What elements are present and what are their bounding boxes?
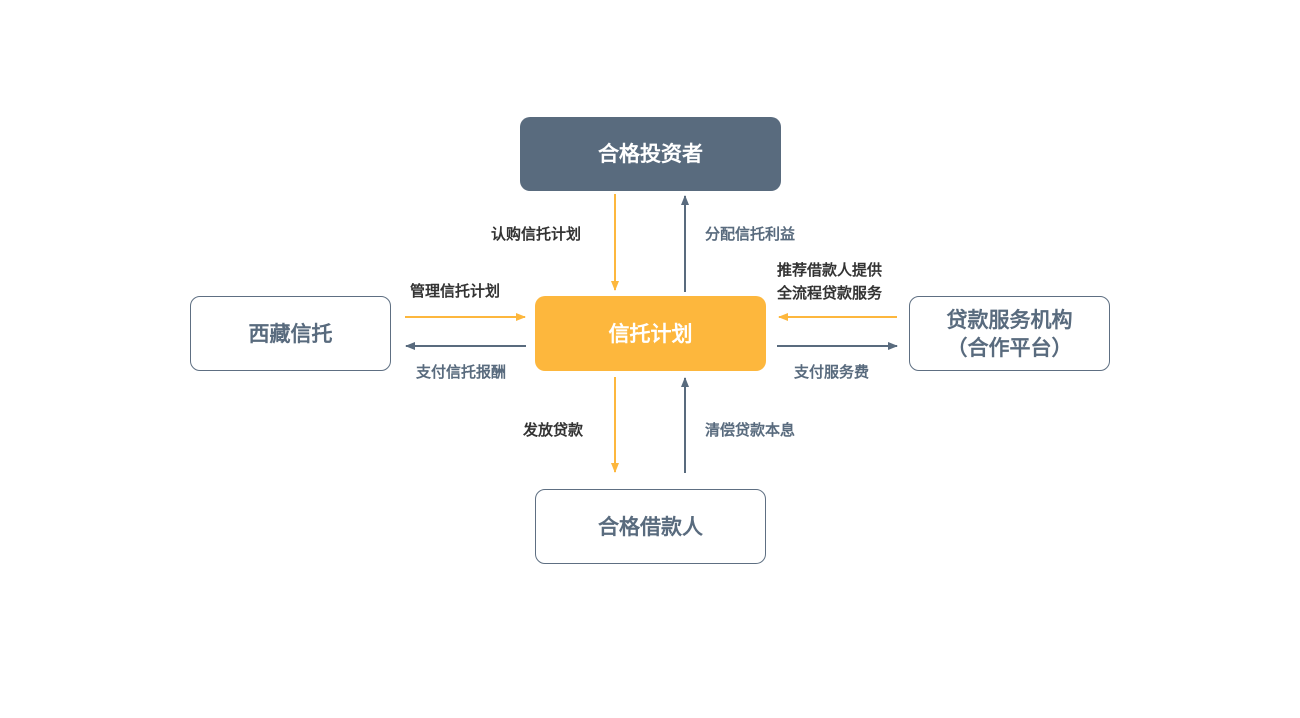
- node-trust-plan-label: 信托计划: [608, 321, 693, 346]
- label-pay-service-fee: 支付服务费: [794, 363, 870, 381]
- node-service-org: 贷款服务机构 （合作平台）: [909, 296, 1110, 371]
- node-tibet-trust-label: 西藏信托: [248, 321, 333, 346]
- label-pay-reward: 支付信托报酬: [416, 363, 507, 381]
- node-service-org-sublabel: （合作平台）: [946, 335, 1073, 360]
- node-tibet-trust: 西藏信托: [190, 296, 391, 371]
- label-issue-loan: 发放贷款: [523, 421, 584, 439]
- node-borrower: 合格借款人: [535, 489, 766, 564]
- label-repay: 清偿贷款本息: [705, 421, 796, 439]
- label-manage: 管理信托计划: [410, 282, 501, 300]
- label-subscribe: 认购信托计划: [491, 225, 582, 243]
- label-recommend-1: 推荐借款人提供: [777, 261, 883, 279]
- node-service-org-label: 贷款服务机构: [946, 307, 1073, 332]
- label-recommend-2: 全流程贷款服务: [777, 284, 883, 302]
- node-investor: 合格投资者: [520, 117, 781, 191]
- node-borrower-label: 合格借款人: [598, 514, 703, 539]
- label-distribute: 分配信托利益: [705, 225, 796, 243]
- node-investor-label: 合格投资者: [598, 142, 703, 166]
- node-trust-plan: 信托计划: [535, 296, 766, 371]
